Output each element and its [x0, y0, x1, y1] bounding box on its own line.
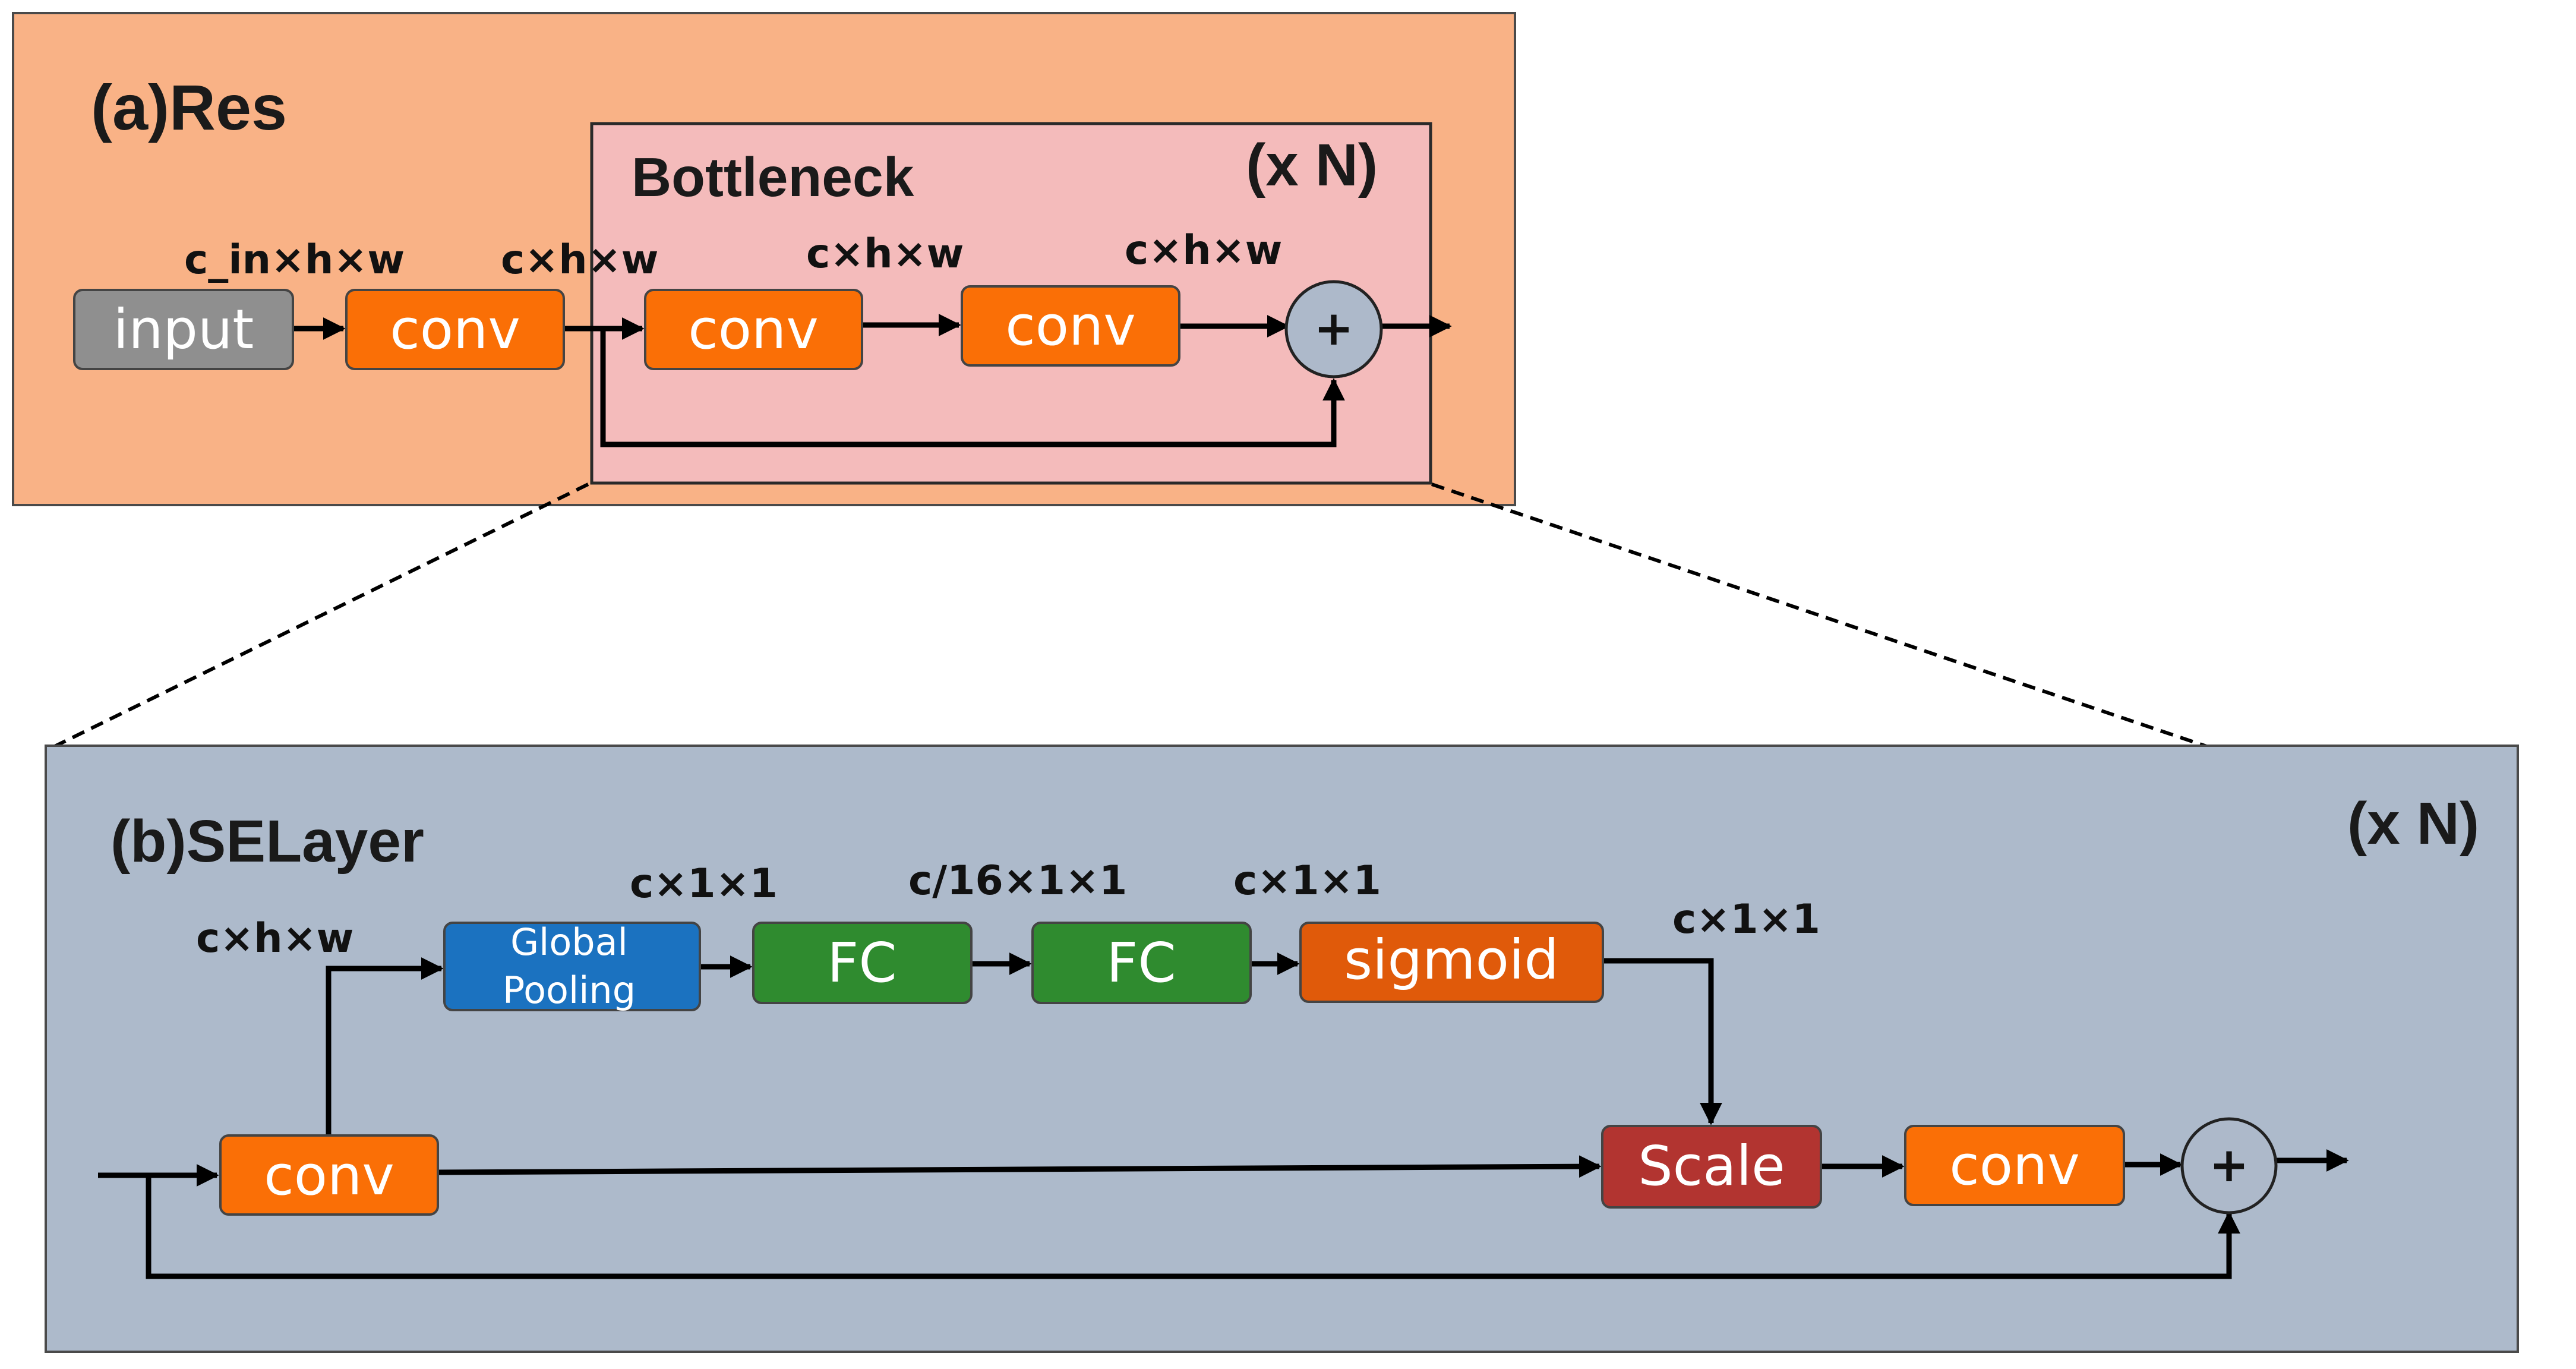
edge-skip-connection-b	[146, 1175, 2240, 1279]
input-box	[73, 289, 294, 370]
global-pooling-box	[443, 922, 701, 1011]
conv-box-a2	[644, 289, 863, 370]
fc-box-2	[1031, 922, 1252, 1004]
fc-node-1: FC	[752, 922, 973, 1004]
edge-conv-to-global-pooling	[326, 957, 444, 1135]
zoom-connector-right	[1431, 482, 2211, 749]
conv-box-a3	[961, 285, 1180, 367]
sigmoid-label: sigmoid	[1344, 928, 1559, 992]
scale-node: Scale	[1601, 1125, 1822, 1209]
input-node: input	[73, 289, 294, 370]
global-pooling-label-line2: Pooling	[503, 969, 636, 1012]
dim-label-se-fc2: c×1×1	[1233, 857, 1381, 904]
fc-label-1: FC	[827, 931, 896, 995]
global-pooling-node: Global Pooling	[443, 920, 701, 1012]
conv-label-a1: conv	[390, 298, 520, 361]
panel-b-selayer: (b)SELayer (x N) c×h×w c×1×1 c/16×1×1 c×…	[45, 745, 2519, 1353]
conv-box-a1	[345, 289, 565, 370]
sigmoid-box	[1299, 922, 1604, 1003]
edge-sigmoid-to-scale	[1603, 958, 1722, 1125]
fc-node-2: FC	[1031, 922, 1252, 1004]
dim-label-bottleneck-2: c×h×w	[1125, 227, 1283, 274]
dim-label-se-input: c×h×w	[196, 915, 354, 962]
conv-node-b2: conv	[1904, 1125, 2125, 1206]
add-symbol-a: +	[1314, 301, 1353, 356]
bottleneck-label: Bottleneck	[632, 146, 914, 208]
dim-label-bottleneck-1: c×h×w	[806, 231, 964, 277]
fc-label-2: FC	[1106, 931, 1176, 995]
global-pooling-label-line1: Global	[510, 920, 628, 964]
conv-box-b1	[219, 1134, 439, 1216]
conv-label-a3: conv	[1005, 294, 1136, 358]
dim-label-se-sigmoid: c×1×1	[1672, 896, 1820, 943]
conv-node-a2: conv	[644, 289, 863, 370]
dim-label-c-h-w: c×h×w	[501, 236, 659, 283]
add-node-b: +	[2180, 1117, 2278, 1215]
add-circle-b	[2180, 1117, 2278, 1215]
conv-box-b2	[1904, 1125, 2125, 1206]
conv-node-a3: conv	[961, 285, 1180, 367]
panel-b-repeat-label: (x N)	[2347, 790, 2479, 857]
edge-conv-to-scale	[437, 1155, 1602, 1178]
conv-node-a1: conv	[345, 289, 565, 370]
bottleneck-repeat-label: (x N)	[1246, 132, 1378, 198]
dim-label-se-pool: c×1×1	[630, 860, 778, 907]
zoom-connector-left	[51, 482, 589, 749]
edge-skip-connection-a	[600, 329, 1345, 447]
add-circle-a	[1284, 280, 1383, 378]
panel-a-label: (a)Res	[91, 71, 287, 143]
panel-b-background	[45, 745, 2519, 1353]
input-label: input	[113, 298, 254, 361]
scale-box	[1601, 1125, 1822, 1209]
fc-box-1	[752, 922, 973, 1004]
panel-a-res: (a)Res Bottleneck (x N) c_in×h×w c×h×w c…	[12, 12, 1516, 506]
dim-label-se-fc: c/16×1×1	[908, 857, 1127, 904]
conv-label-a2: conv	[688, 298, 819, 361]
add-symbol-b: +	[2209, 1137, 2249, 1193]
conv-label-b2: conv	[1949, 1134, 2080, 1197]
conv-label-b1: conv	[264, 1144, 394, 1207]
add-node-a: +	[1284, 280, 1383, 378]
panel-b-label: (b)SELayer	[111, 808, 424, 875]
conv-node-b1: conv	[219, 1134, 439, 1216]
scale-label: Scale	[1638, 1134, 1785, 1198]
dim-label-c-in-h-w: c_in×h×w	[184, 236, 405, 283]
sigmoid-node: sigmoid	[1299, 922, 1604, 1003]
